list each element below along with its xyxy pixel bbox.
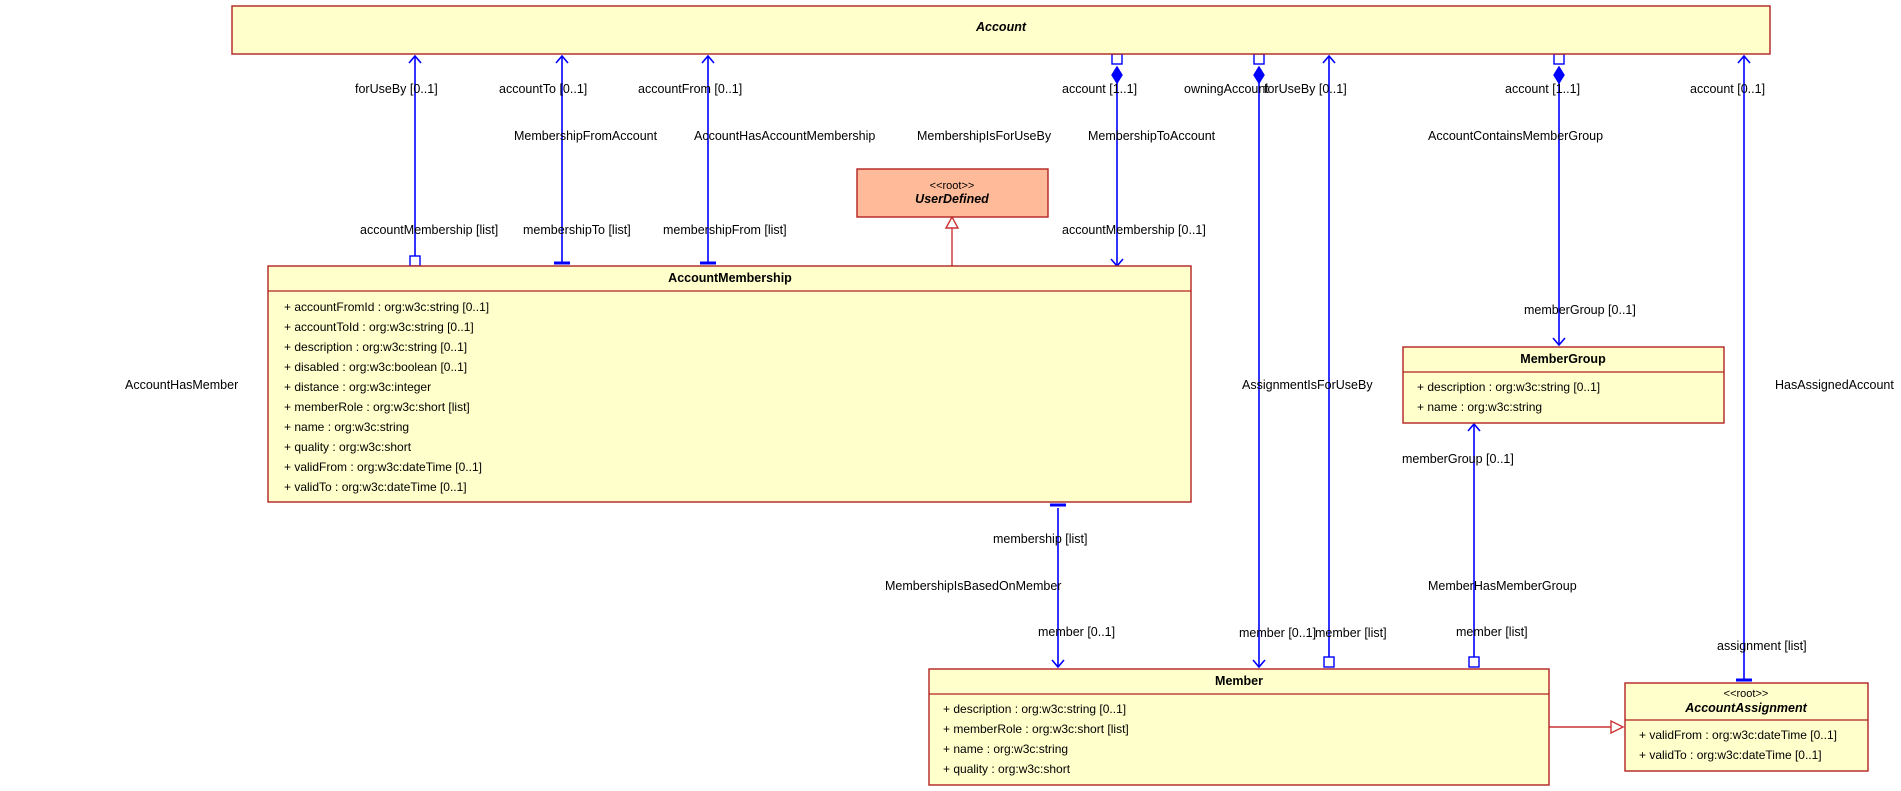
arrowhead-for-use-by: [408, 54, 422, 64]
arrowhead-member-mid: [1252, 659, 1266, 669]
role-label-member-mid: member [0..1]: [1239, 626, 1316, 640]
role-label-for-use-by: forUseBy [0..1]: [355, 82, 438, 96]
association-name-membership-is-based-on-member: MembershipIsBasedOnMember: [885, 579, 1061, 593]
role-label-account-mg: account [1..1]: [1505, 82, 1580, 96]
class-account[interactable]: Account: [231, 5, 1771, 55]
association-name-membership-is-for-use-by: MembershipIsForUseBy: [917, 129, 1052, 143]
arrowhead-member-group-bottom: [1467, 422, 1481, 432]
composition-diamond-owning: [1253, 65, 1265, 85]
class-member-name: Member: [1215, 674, 1263, 688]
composition-diamond-mg: [1553, 65, 1565, 85]
class-account-assignment-stereotype: <<root>>: [1724, 688, 1769, 700]
aggregation-square-membership: [409, 255, 421, 267]
aggregation-square-member-list-1: [1323, 656, 1335, 668]
role-label-assignment-list: assignment [list]: [1717, 639, 1807, 653]
class-account-membership-name: AccountMembership: [668, 271, 792, 285]
aggregation-square-owning-account: [1253, 53, 1265, 65]
attribute: + name : org:w3c:string: [284, 420, 409, 434]
attribute: + name : org:w3c:string: [943, 742, 1068, 756]
class-member-group-name: MemberGroup: [1520, 352, 1606, 366]
arrowhead-account-from: [701, 54, 715, 64]
association-name-account-has-member: AccountHasMember: [125, 378, 238, 392]
association-name-assignment-is-for-use-by: AssignmentIsForUseBy: [1242, 378, 1373, 392]
arrowhead-member-left: [1051, 659, 1065, 669]
generalization-triangle-user-defined: [944, 215, 960, 229]
association-name-member-has-member-group: MemberHasMemberGroup: [1428, 579, 1577, 593]
association-name-account-has-account-membership: AccountHasAccountMembership: [694, 129, 875, 143]
association-labels: forUseBy [0..1] accountTo [0..1] account…: [125, 82, 1894, 653]
aggregation-square-account-ma: [1111, 53, 1123, 65]
generalization-triangle-account-assignment: [1610, 719, 1625, 735]
role-label-account-membership-01: accountMembership [0..1]: [1062, 223, 1206, 237]
role-label-member-list-1: member [list]: [1315, 626, 1387, 640]
aggregation-square-account-mg: [1553, 53, 1565, 65]
attribute: + description : org:w3c:string [0..1]: [284, 340, 467, 354]
association-name-has-assigned-account: HasAssignedAccount: [1775, 378, 1894, 392]
role-label-account-membership-list: accountMembership [list]: [360, 223, 498, 237]
role-label-member-left: member [0..1]: [1038, 625, 1115, 639]
role-label-account-from: accountFrom [0..1]: [638, 82, 742, 96]
role-label-member-list-2: member [list]: [1456, 625, 1528, 639]
attribute: + accountFromId : org:w3c:string [0..1]: [284, 300, 489, 314]
aggregation-square-member-list-2: [1468, 656, 1480, 668]
generalization-lines: [944, 215, 1625, 735]
role-label-for-use-by-2: forUseBy [0..1]: [1264, 82, 1347, 96]
attribute: + validTo : org:w3c:dateTime [0..1]: [1639, 748, 1822, 762]
attribute: + memberRole : org:w3c:short [list]: [943, 722, 1129, 736]
class-user-defined-stereotype: <<root>>: [930, 180, 975, 192]
attribute: + memberRole : org:w3c:short [list]: [284, 400, 470, 414]
role-label-account-to: accountTo [0..1]: [499, 82, 587, 96]
attribute: + validTo : org:w3c:dateTime [0..1]: [284, 480, 467, 494]
role-label-membership-from-list: membershipFrom [list]: [663, 223, 787, 237]
attribute: + quality : org:w3c:short: [284, 440, 412, 454]
attribute: + distance : org:w3c:integer: [284, 380, 431, 394]
role-label-membership-to-list: membershipTo [list]: [523, 223, 631, 237]
role-label-owning-account: owningAccount: [1184, 82, 1269, 96]
class-account-assignment-name: AccountAssignment: [1684, 701, 1807, 715]
attribute: + validFrom : org:w3c:dateTime [0..1]: [1639, 728, 1837, 742]
attribute: + name : org:w3c:string: [1417, 400, 1542, 414]
role-label-account-aa: account [0..1]: [1690, 82, 1765, 96]
class-member-group[interactable]: MemberGroup + description : org:w3c:stri…: [1402, 346, 1725, 424]
role-label-membership-list: membership [list]: [993, 532, 1087, 546]
attribute: + description : org:w3c:string [0..1]: [943, 702, 1126, 716]
role-label-member-group-bottom: memberGroup [0..1]: [1402, 452, 1514, 466]
attribute: + validFrom : org:w3c:dateTime [0..1]: [284, 460, 482, 474]
arrowhead-account-to: [555, 54, 569, 64]
class-user-defined[interactable]: <<root>> UserDefined: [856, 168, 1049, 218]
arrowhead-account-aa: [1737, 54, 1751, 64]
class-account-name: Account: [975, 20, 1027, 34]
composition-diamond-ma: [1111, 65, 1123, 85]
class-member[interactable]: Member + description : org:w3c:string [0…: [928, 668, 1550, 786]
arrowhead-for-use-by-2: [1322, 54, 1336, 64]
association-name-account-contains-member-group: AccountContainsMemberGroup: [1428, 129, 1603, 143]
association-name-membership-from-account: MembershipFromAccount: [514, 129, 658, 143]
attribute: + disabled : org:w3c:boolean [0..1]: [284, 360, 467, 374]
class-account-membership[interactable]: AccountMembership + accountFromId : org:…: [267, 265, 1192, 503]
attribute: + quality : org:w3c:short: [943, 762, 1071, 776]
attribute: + description : org:w3c:string [0..1]: [1417, 380, 1600, 394]
association-name-membership-to-account: MembershipToAccount: [1088, 129, 1216, 143]
class-account-assignment[interactable]: <<root>> AccountAssignment + validFrom :…: [1624, 682, 1869, 772]
association-lines: [408, 54, 1751, 679]
role-label-account-ma: account [1..1]: [1062, 82, 1137, 96]
role-label-member-group-top: memberGroup [0..1]: [1524, 303, 1636, 317]
class-user-defined-name: UserDefined: [915, 192, 989, 206]
arrowhead-member-group: [1552, 337, 1566, 347]
attribute: + accountToId : org:w3c:string [0..1]: [284, 320, 474, 334]
